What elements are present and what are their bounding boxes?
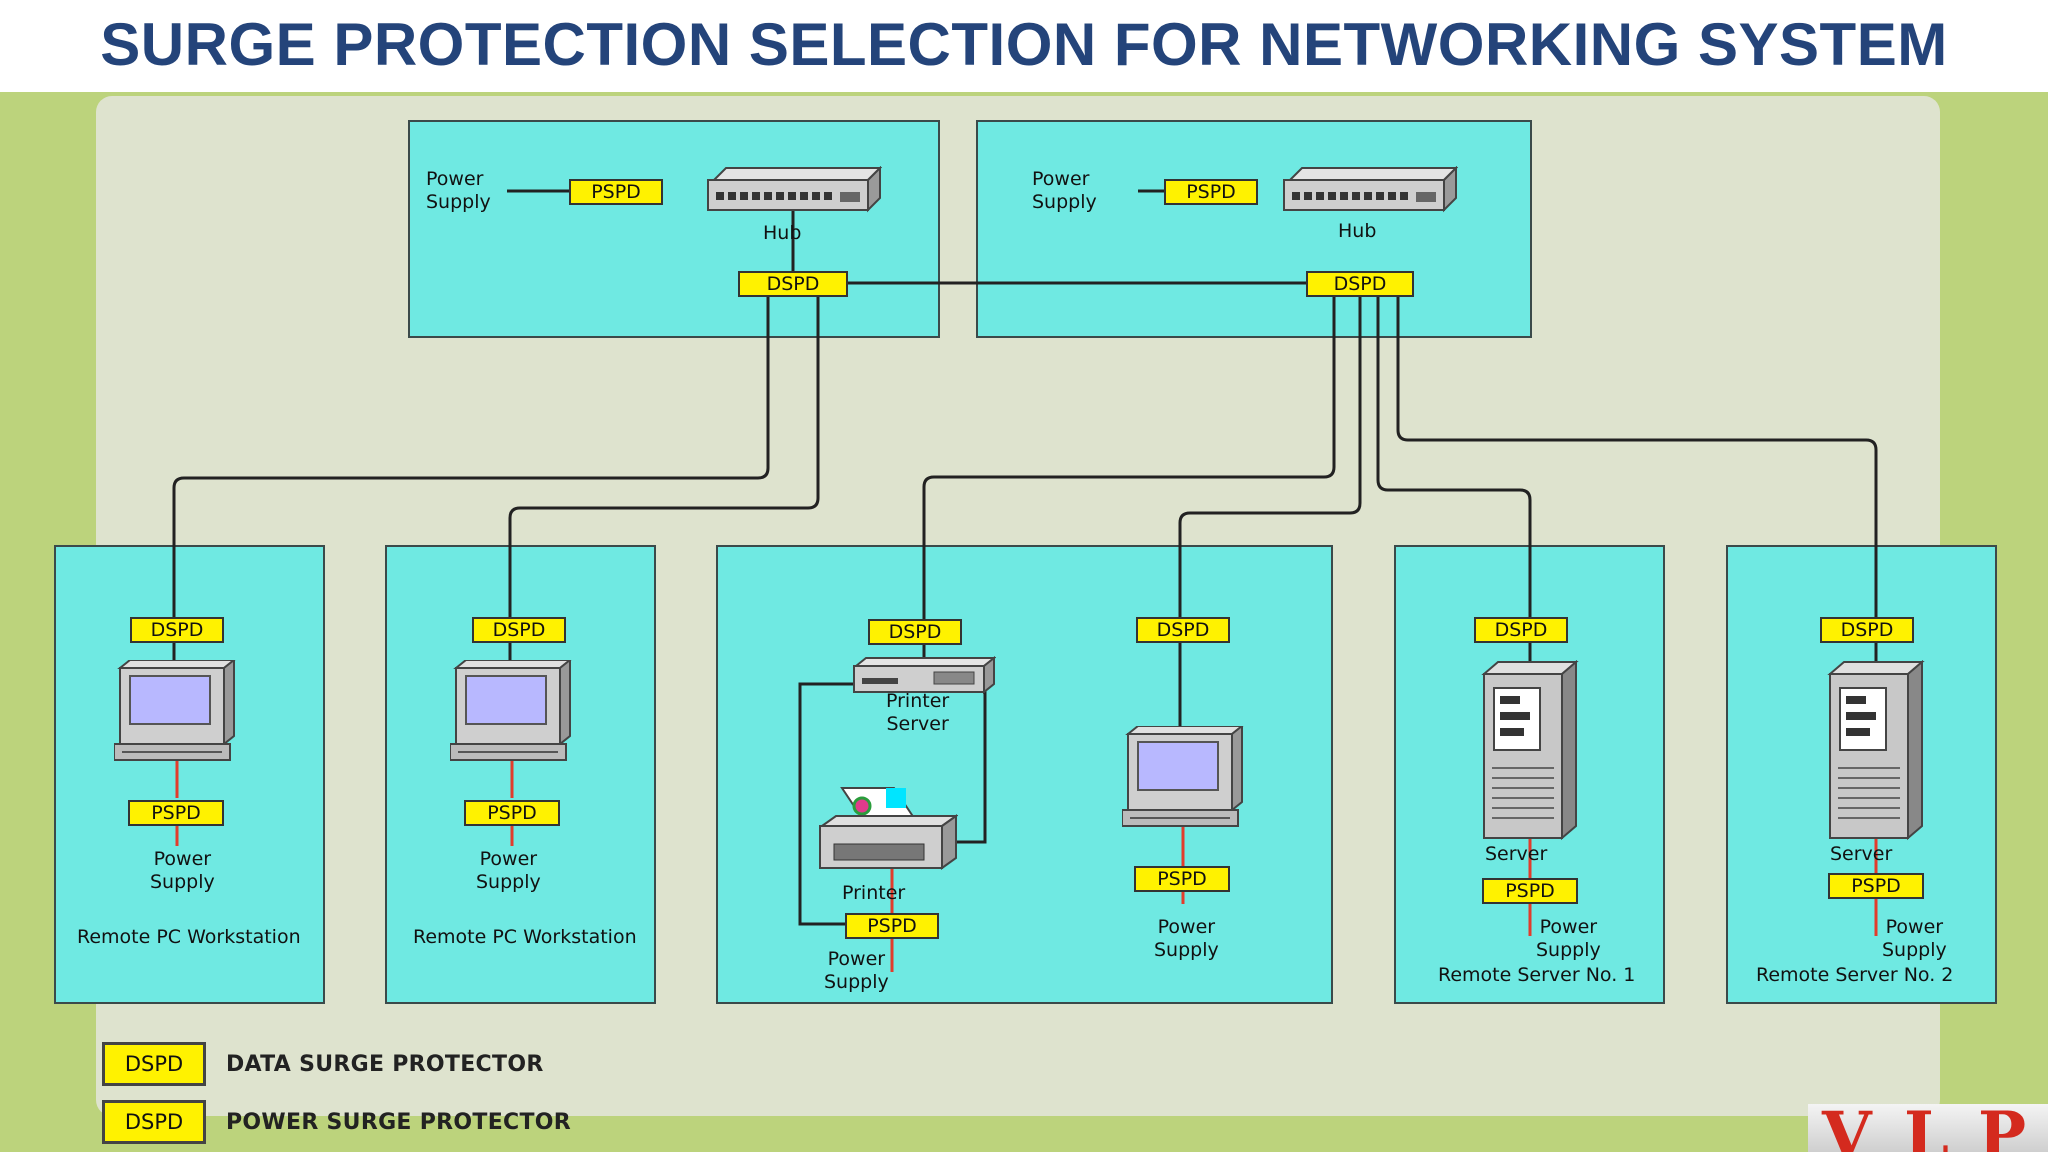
hub-label: Hub <box>1338 220 1377 242</box>
vlp-logo: V L P <box>1808 1104 2048 1152</box>
pspd-tag: PSPD <box>569 179 663 205</box>
dspd-tag: DSPD <box>1306 271 1414 297</box>
computer-icon <box>1122 726 1244 827</box>
power-supply-label: Power Supply <box>150 848 215 893</box>
server-label: Server <box>1485 843 1548 865</box>
computer-icon <box>114 660 236 761</box>
pspd-tag: PSPD <box>464 800 560 826</box>
pspd-tag: PSPD <box>1134 866 1230 892</box>
printer-server-icon <box>853 656 996 695</box>
printer-icon <box>818 787 958 870</box>
dspd-tag: DSPD <box>738 271 848 297</box>
hub-label: Hub <box>763 222 802 244</box>
remote-server-2-label: Remote Server No. 2 <box>1756 964 1954 986</box>
printer-label: Printer <box>842 882 906 904</box>
hub-box-right <box>976 120 1532 338</box>
power-supply-label: Power Supply <box>426 168 491 213</box>
pspd-tag: PSPD <box>1482 878 1578 904</box>
pspd-tag: PSPD <box>1164 179 1258 205</box>
legend-key-data: DSPD <box>102 1042 206 1086</box>
dspd-tag: DSPD <box>868 619 962 645</box>
hub-icon <box>707 166 882 213</box>
logo-letter: L <box>1904 1104 1949 1152</box>
server-icon <box>1827 660 1925 841</box>
remote-server-1-label: Remote Server No. 1 <box>1438 964 1636 986</box>
legend-label-power: POWER SURGE PROTECTOR <box>226 1110 572 1135</box>
power-wires <box>175 760 1878 972</box>
page-title: SURGE PROTECTION SELECTION FOR NETWORKIN… <box>100 11 1948 78</box>
data-wires <box>172 189 1878 926</box>
logo-letter: V <box>1822 1104 1872 1152</box>
legend-label-data: DATA SURGE PROTECTOR <box>226 1052 544 1077</box>
power-supply-label: Power Supply <box>824 948 889 993</box>
dspd-tag: DSPD <box>472 617 566 643</box>
power-supply-label: Power Supply <box>1154 916 1219 961</box>
dspd-tag: DSPD <box>130 617 224 643</box>
power-supply-label: Power Supply <box>1032 168 1097 213</box>
pspd-tag: PSPD <box>1828 873 1924 899</box>
dspd-tag: DSPD <box>1474 617 1568 643</box>
server-label: Server <box>1830 843 1893 865</box>
remote-pc-label: Remote PC Workstation <box>77 926 301 948</box>
power-supply-label: Power Supply <box>1536 916 1601 961</box>
hub-icon <box>1283 166 1458 213</box>
power-supply-label: Power Supply <box>1882 916 1947 961</box>
logo-letter: P <box>1978 1104 2027 1152</box>
printer-server-label: Printer Server <box>886 690 950 735</box>
dspd-tag: DSPD <box>1820 617 1914 643</box>
pspd-tag: PSPD <box>845 913 939 939</box>
remote-pc-label: Remote PC Workstation <box>413 926 637 948</box>
legend-key-power: DSPD <box>102 1100 206 1144</box>
computer-icon <box>450 660 572 761</box>
pspd-tag: PSPD <box>128 800 224 826</box>
power-supply-label: Power Supply <box>476 848 541 893</box>
hub-box-left <box>408 120 940 338</box>
dspd-tag: DSPD <box>1136 617 1230 643</box>
server-icon <box>1481 660 1579 841</box>
